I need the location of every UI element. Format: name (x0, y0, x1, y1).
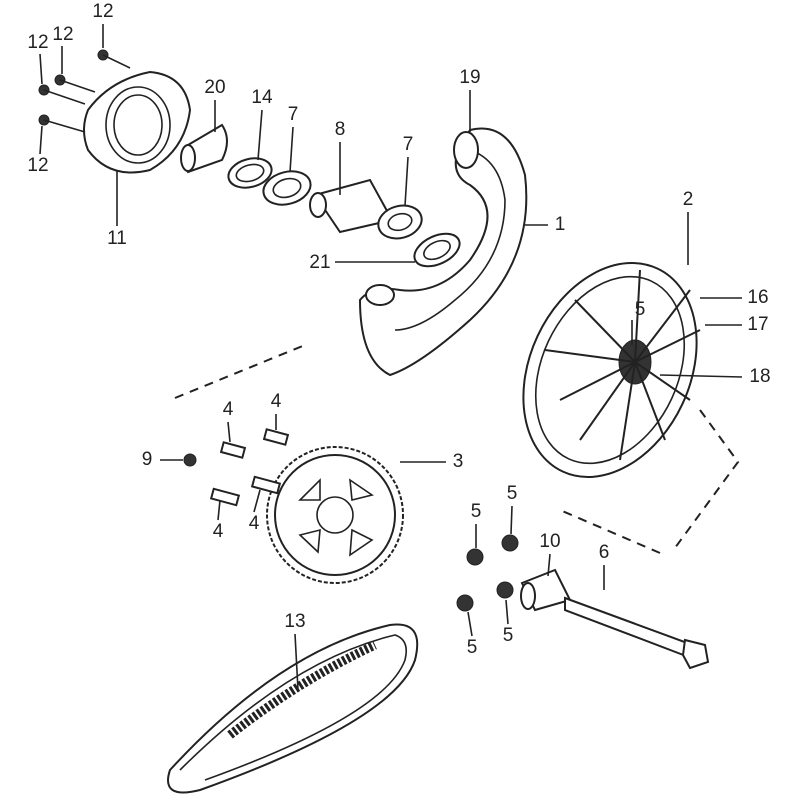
brake-disc (83, 70, 192, 174)
axle (564, 596, 710, 670)
label-1: 1 (555, 214, 566, 235)
label-13: 13 (284, 611, 305, 632)
label-4: 4 (223, 399, 234, 420)
label-2: 2 (683, 189, 694, 210)
label-7: 7 (403, 134, 414, 155)
label-11: 11 (107, 228, 127, 249)
label-4: 4 (271, 391, 282, 412)
label-10: 10 (539, 531, 560, 552)
hub-sleeve (309, 178, 394, 234)
label-9: 9 (142, 449, 153, 470)
label-18: 18 (749, 366, 770, 387)
spacer (180, 123, 228, 174)
label-5: 5 (467, 637, 478, 658)
sprocket (266, 446, 404, 584)
seal-right (413, 232, 461, 268)
assembly-outline (174, 344, 740, 554)
bearing-right (377, 204, 423, 240)
label-20: 20 (204, 77, 225, 98)
label-16: 16 (747, 287, 768, 308)
label-12: 12 (52, 24, 73, 45)
part-labels: 12 12 12 12 20 14 7 8 7 19 1 2 11 21 16 … (27, 1, 770, 658)
label-5: 5 (471, 501, 482, 522)
bearing-left (262, 170, 312, 206)
label-21: 21 (309, 252, 330, 273)
wheel-rim (522, 262, 701, 478)
label-5: 5 (635, 299, 646, 320)
label-5: 5 (503, 625, 514, 646)
label-19: 19 (459, 67, 480, 88)
disc-bolts (38, 49, 131, 133)
label-6: 6 (599, 542, 610, 563)
label-12: 12 (27, 155, 48, 176)
label-5: 5 (507, 483, 518, 504)
label-3: 3 (453, 451, 464, 472)
label-4: 4 (249, 513, 260, 534)
label-12: 12 (27, 32, 48, 53)
axle-nuts (456, 534, 519, 612)
tire (358, 127, 528, 377)
label-7: 7 (288, 104, 299, 125)
collar (520, 568, 572, 612)
leader-lines (39, 24, 743, 691)
label-14: 14 (251, 87, 273, 108)
chain (167, 623, 419, 794)
label-12: 12 (92, 1, 113, 22)
label-4: 4 (213, 521, 224, 542)
label-17: 17 (747, 314, 768, 335)
label-8: 8 (335, 119, 346, 140)
sprocket-studs (183, 428, 290, 507)
